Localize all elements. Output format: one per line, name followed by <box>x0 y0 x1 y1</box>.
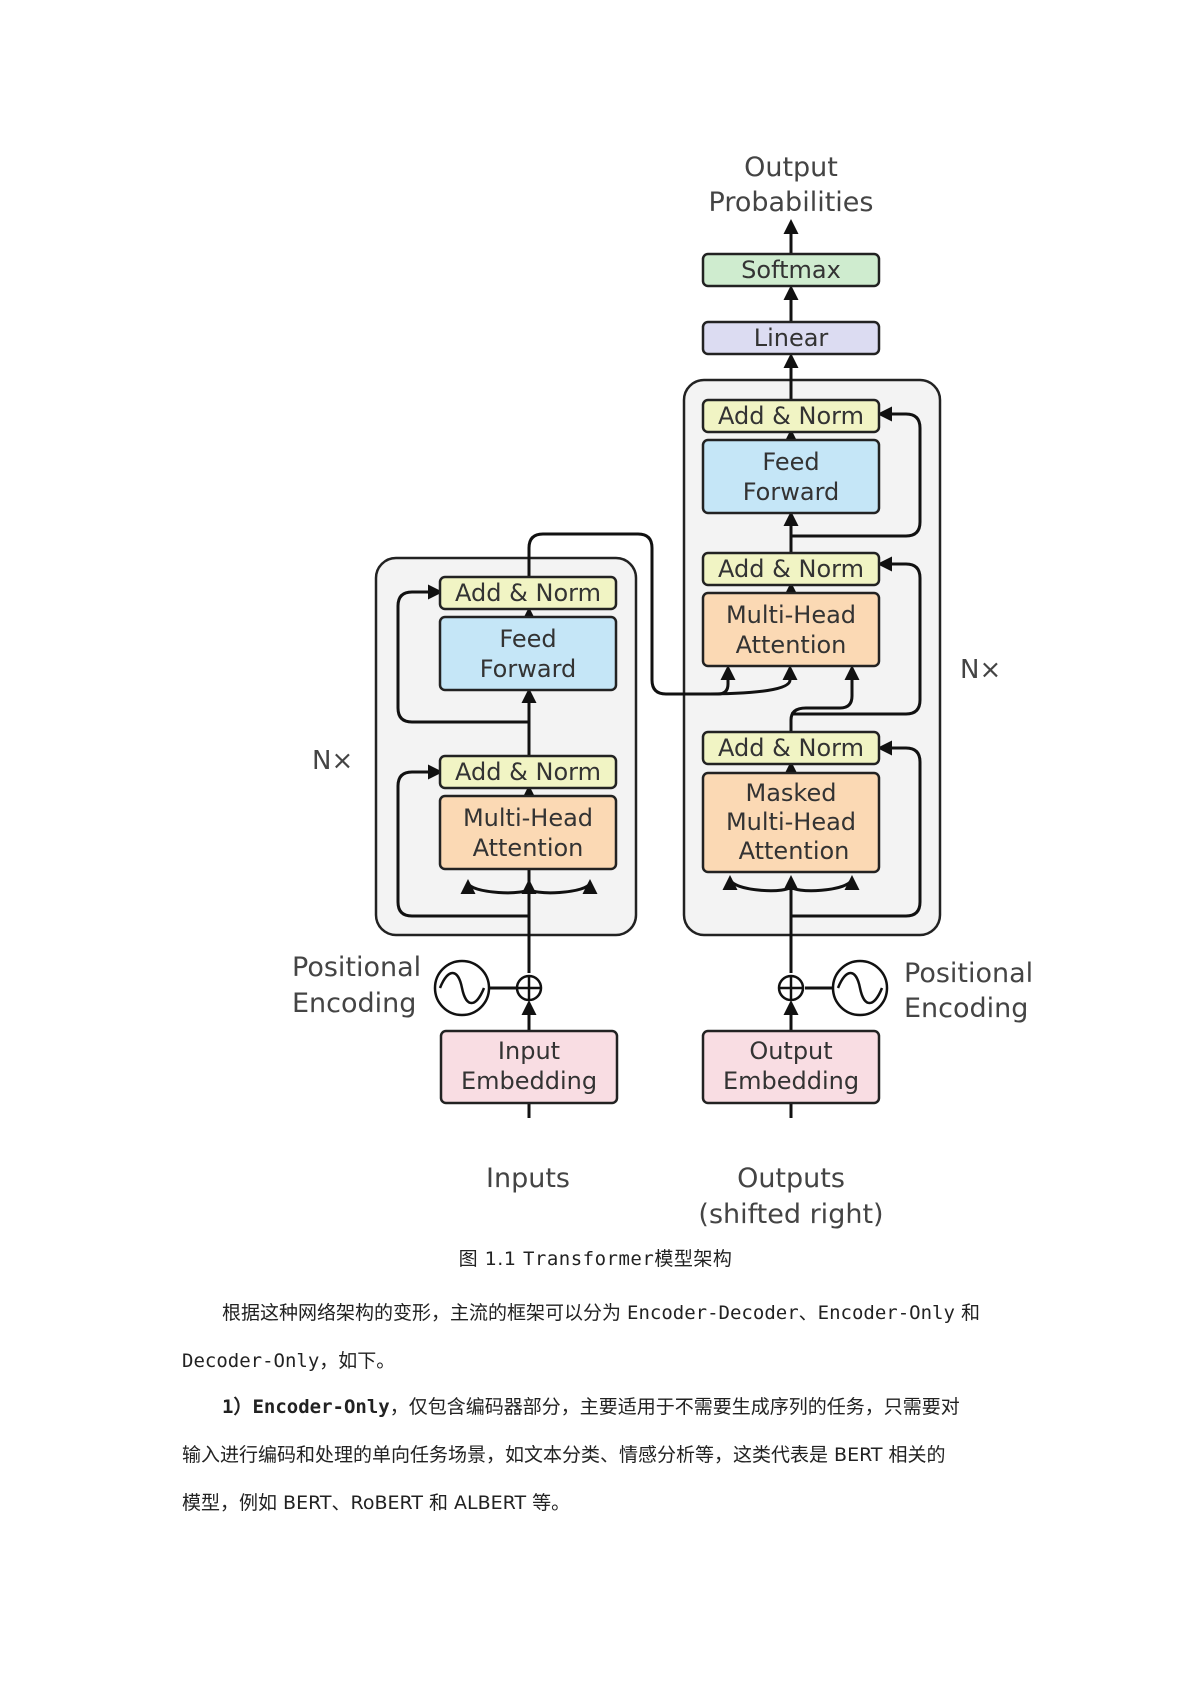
encoder-positional-encoding-label-2: Encoding <box>292 988 416 1019</box>
decoder-add-norm-bottom <box>701 730 881 766</box>
output-embedding-label-1: Output <box>749 1037 832 1065</box>
decoder-nx-label: N× <box>960 655 1001 685</box>
p2-label: 1）Encoder-Only <box>222 1396 390 1418</box>
p1-text-b: Encoder-Decoder、Encoder-Only <box>627 1302 955 1324</box>
decoder-add-icon <box>777 974 805 1002</box>
encoder-feed-forward-label-1: Feed <box>499 625 556 653</box>
encoder-add-norm-bottom-label: Add & Norm <box>455 758 601 786</box>
encoder-feed-forward-label-2: Forward <box>480 655 577 683</box>
decoder-feed-forward-label-2: Forward <box>743 478 840 506</box>
encoder-add-norm-top-label: Add & Norm <box>455 579 601 607</box>
decoder-masked-multi-head-attention <box>701 771 881 874</box>
softmax-label: Softmax <box>741 256 841 284</box>
encoder-block <box>374 556 638 937</box>
output-probabilities-label-1: Output <box>744 152 838 183</box>
p2-text-1: ，仅包含编码器部分，主要适用于不需要生成序列的任务，只需要对 <box>389 1396 960 1418</box>
decoder-add-norm-top <box>701 398 881 434</box>
linear-label: Linear <box>754 324 829 352</box>
decoder-feed-forward <box>701 438 881 515</box>
input-embedding-label-2: Embedding <box>461 1067 597 1095</box>
input-embedding-label-1: Input <box>498 1037 560 1065</box>
figure-caption: 图 1.1 Transformer模型架构 <box>0 1244 1191 1271</box>
outputs-label-1: Outputs <box>737 1163 845 1194</box>
paragraph-2-line-1: 1）Encoder-Only，仅包含编码器部分，主要适用于不需要生成序列的任务，… <box>222 1392 960 1419</box>
encoder-mha-label-2: Attention <box>473 834 584 862</box>
p1-text-d: Decoder-Only <box>182 1350 320 1372</box>
decoder-positional-encoding-sine-icon <box>831 959 889 1017</box>
p1-text-a: 根据这种网络架构的变形，主流的框架可以分为 <box>222 1302 628 1324</box>
paragraph-1-line-1: 根据这种网络架构的变形，主流的框架可以分为 Encoder-Decoder、En… <box>222 1298 980 1325</box>
encoder-positional-encoding-label-1: Positional <box>292 952 421 983</box>
output-embedding <box>701 1029 881 1105</box>
caption-suffix: 模型架构 <box>654 1248 733 1270</box>
p1-text-c: 和 <box>954 1302 980 1324</box>
encoder-mha-label-1: Multi-Head <box>463 804 593 832</box>
softmax-layer <box>701 252 881 288</box>
encoder-add-norm-bottom <box>438 754 618 790</box>
encoder-nx-label: N× <box>312 746 353 776</box>
encoder-feed-forward <box>438 615 618 692</box>
output-probabilities-label-2: Probabilities <box>709 187 874 218</box>
encoder-positional-encoding-sine-icon <box>433 959 491 1017</box>
transformer-diagram: Add & Norm Feed Forward Add & Norm Multi… <box>292 152 1033 1230</box>
decoder-mha-label-1: Multi-Head <box>726 601 856 629</box>
decoder-positional-encoding-label-1: Positional <box>904 958 1033 989</box>
decoder-masked-mha-label-3: Attention <box>739 837 850 865</box>
decoder-masked-mha-label-1: Masked <box>746 779 837 807</box>
decoder-multi-head-attention <box>701 591 881 668</box>
caption-name: Transformer <box>522 1248 655 1270</box>
linear-layer <box>701 320 881 356</box>
decoder-positional-encoding-label-2: Encoding <box>904 993 1028 1024</box>
paragraph-2-line-2: 输入进行编码和处理的单向任务场景，如文本分类、情感分析等，这类代表是 BERT … <box>182 1444 946 1466</box>
output-embedding-label-2: Embedding <box>723 1067 859 1095</box>
caption-prefix: 图 1.1 <box>458 1248 517 1270</box>
input-embedding <box>439 1029 619 1105</box>
decoder-mha-label-2: Attention <box>736 631 847 659</box>
encoder-multi-head-attention <box>438 794 618 871</box>
decoder-masked-mha-label-2: Multi-Head <box>726 808 856 836</box>
decoder-add-norm-middle-label: Add & Norm <box>718 555 864 583</box>
decoder-add-norm-middle <box>701 551 881 587</box>
decoder-feed-forward-label-1: Feed <box>762 448 819 476</box>
encoder-add-icon <box>515 974 543 1002</box>
outputs-label-2: (shifted right) <box>698 1199 883 1230</box>
paragraph-2-line-3: 模型，例如 BERT、RoBERT 和 ALBERT 等。 <box>182 1492 571 1514</box>
paragraph-1-line-2: Decoder-Only，如下。 <box>182 1346 395 1373</box>
p1-text-e: ，如下。 <box>319 1350 396 1372</box>
inputs-label: Inputs <box>486 1163 570 1194</box>
encoder-add-norm-top <box>438 575 618 611</box>
decoder-add-norm-top-label: Add & Norm <box>718 402 864 430</box>
decoder-add-norm-bottom-label: Add & Norm <box>718 734 864 762</box>
